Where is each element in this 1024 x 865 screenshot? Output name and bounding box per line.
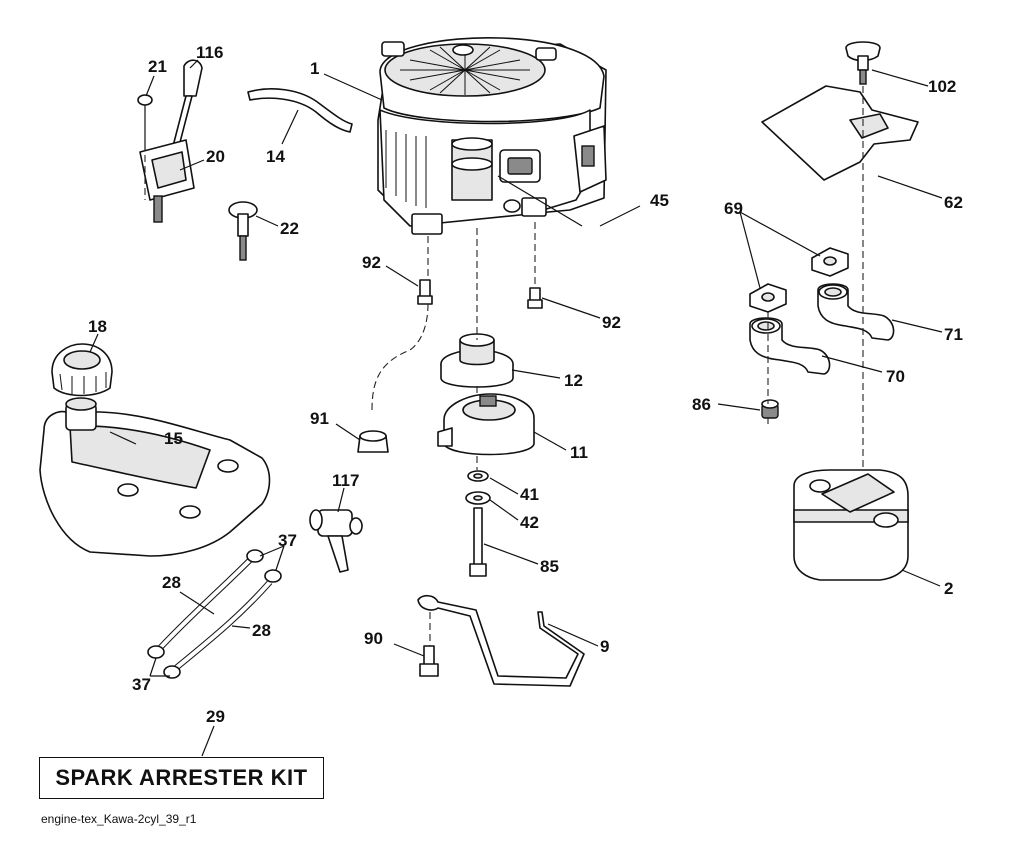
callout-12: 12: [564, 371, 583, 390]
engine-bolts: [417, 279, 543, 309]
engine: [377, 36, 607, 235]
callout-91: 91: [310, 409, 329, 428]
callout-116: 116: [196, 43, 223, 62]
callout-70: 70: [886, 367, 905, 386]
spark-arrester-kit-label: SPARK ARRESTER KIT: [55, 765, 308, 790]
electric-clutch: [437, 393, 535, 456]
callout-14: 14: [266, 147, 285, 166]
fuel-hoses: [147, 549, 282, 679]
callout-85: 85: [540, 557, 559, 576]
exhaust-nut: [761, 399, 779, 419]
callout-92-right: 92: [602, 313, 621, 332]
callout-29: 29: [206, 707, 225, 726]
leader-lines: [89, 59, 943, 757]
bracket-rod: [417, 594, 585, 687]
callout-102: 102: [928, 77, 956, 96]
callout-21: 21: [148, 57, 167, 76]
primer-knob: [228, 201, 258, 261]
callout-117: 117: [332, 471, 359, 490]
pulley: [440, 333, 514, 388]
callout-9: 9: [600, 637, 609, 656]
fuel-line-tube: [247, 88, 353, 133]
callout-71: 71: [944, 325, 963, 344]
callout-41: 41: [520, 485, 539, 504]
gas-cap: [51, 343, 113, 397]
callout-2: 2: [944, 579, 953, 598]
assembly-axes: [144, 86, 864, 646]
throttle-control: [137, 59, 203, 223]
callout-86: 86: [692, 395, 711, 414]
callout-11: 11: [570, 443, 588, 462]
clutch-hardware: [465, 470, 491, 577]
exhaust-pipes: [749, 247, 895, 375]
muffler: [793, 469, 909, 581]
heat-shield: [761, 41, 919, 181]
callout-22: 22: [280, 219, 299, 238]
callout-28-right: 28: [252, 621, 271, 640]
fuel-tank: [39, 397, 271, 557]
callout-42: 42: [520, 513, 539, 532]
callout-90: 90: [364, 629, 383, 648]
grommet: [357, 430, 389, 453]
callout-1: 1: [310, 59, 319, 78]
callout-45: 45: [650, 191, 669, 210]
callout-18: 18: [88, 317, 107, 336]
callout-37-top: 37: [278, 531, 297, 550]
callout-69: 69: [724, 199, 743, 218]
callout-62: 62: [944, 193, 963, 212]
callout-28-left: 28: [162, 573, 181, 592]
callout-92-left: 92: [362, 253, 381, 272]
spark-arrester-kit-box: SPARK ARRESTER KIT: [39, 757, 324, 799]
callout-numbers: 1 116 21 20 14 22 45 92 92 18 15 12 91 1…: [88, 43, 963, 726]
fuel-valve: [309, 509, 363, 573]
drawing-filename: engine-tex_Kawa-2cyl_39_r1: [41, 812, 197, 826]
callout-20: 20: [206, 147, 225, 166]
callout-15: 15: [164, 429, 183, 448]
callout-37-bottom: 37: [132, 675, 151, 694]
